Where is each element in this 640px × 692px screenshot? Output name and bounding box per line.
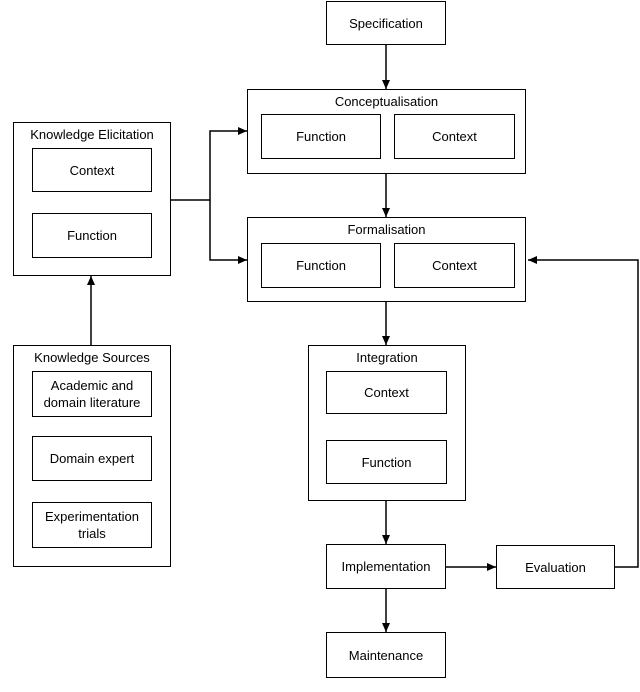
connector-elicitation-split <box>171 127 247 201</box>
conceptualisation-title: Conceptualisation <box>334 94 439 109</box>
conceptualisation-context: Context <box>394 114 515 159</box>
formalisation-function: Function <box>261 243 381 288</box>
arrow-elicitation-to-formal <box>209 200 247 264</box>
maintenance-box: Maintenance <box>326 632 446 678</box>
integration-title: Integration <box>356 350 418 365</box>
knowledge-source-expert: Domain expert <box>32 436 152 481</box>
knowledge-sources-title: Knowledge Sources <box>34 350 150 365</box>
evaluation-box: Evaluation <box>496 545 615 589</box>
integration-function: Function <box>326 440 447 484</box>
conceptualisation-function: Function <box>261 114 381 159</box>
implementation-box: Implementation <box>326 544 446 589</box>
arrow-eval-to-formal <box>528 256 639 568</box>
formalisation-context: Context <box>394 243 515 288</box>
specification-box: Specification <box>326 1 446 45</box>
knowledge-source-literature: Academic and domain literature <box>32 371 152 417</box>
knowledge-elicitation-context: Context <box>32 148 152 192</box>
knowledge-elicitation-title: Knowledge Elicitation <box>30 127 154 142</box>
knowledge-elicitation-function: Function <box>32 213 152 258</box>
formalisation-title: Formalisation <box>347 222 426 237</box>
integration-context: Context <box>326 371 447 414</box>
knowledge-source-trials: Experimentation trials <box>32 502 152 548</box>
